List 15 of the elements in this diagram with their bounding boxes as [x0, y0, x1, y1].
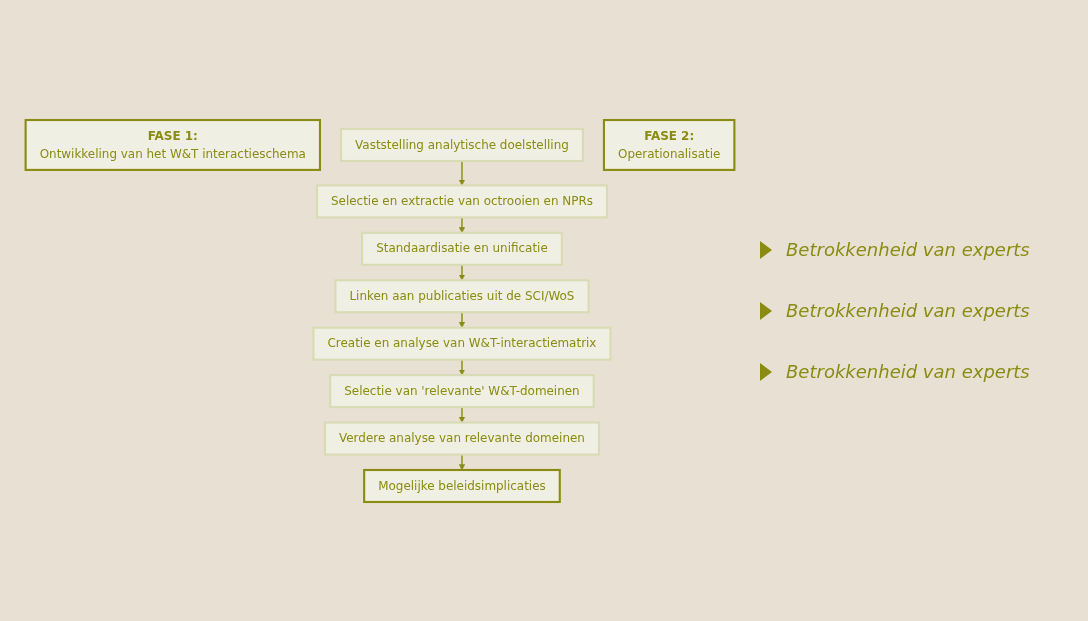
node-box: Selectie van 'relevante' W&T-domeinen [329, 373, 595, 408]
node-box: FASE 2: Operationalisatie [602, 118, 736, 171]
node-box: Linken aan publicaties uit de SCI/WoS [334, 278, 590, 313]
note-text: Betrokkenheid van experts [786, 300, 1030, 321]
note-text: Betrokkenheid van experts [786, 361, 1030, 382]
node-box: Creatie en analyse van W&T-interactiematrix [312, 326, 612, 361]
node-box: Mogelijke beleidsimplicaties [363, 468, 561, 503]
node-box: FASE 1: Ontwikkeling van het W&T interactieschema [24, 118, 322, 171]
arrow [458, 216, 466, 233]
node-box: Verdere analyse van relevante domeinen [323, 421, 601, 456]
node-box: Vaststelling analytische doelstelling [340, 127, 584, 162]
node-box: Selectie en extractie van octrooien en NPRs [315, 183, 609, 218]
note-text: Betrokkenheid van experts [786, 239, 1030, 260]
node-box: Standaardisatie en unificatie [361, 231, 563, 266]
arrow [458, 311, 466, 328]
